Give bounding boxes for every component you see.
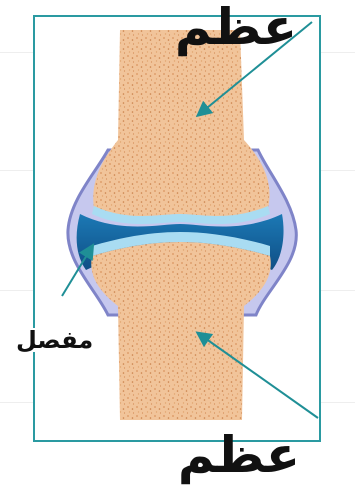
- upper-bone: [93, 30, 269, 216]
- joint-label: مفصل: [14, 328, 95, 352]
- bottom-bone-label: عظم: [178, 430, 300, 480]
- lower-bone: [91, 242, 271, 420]
- top-bone-label: عظم: [175, 2, 297, 52]
